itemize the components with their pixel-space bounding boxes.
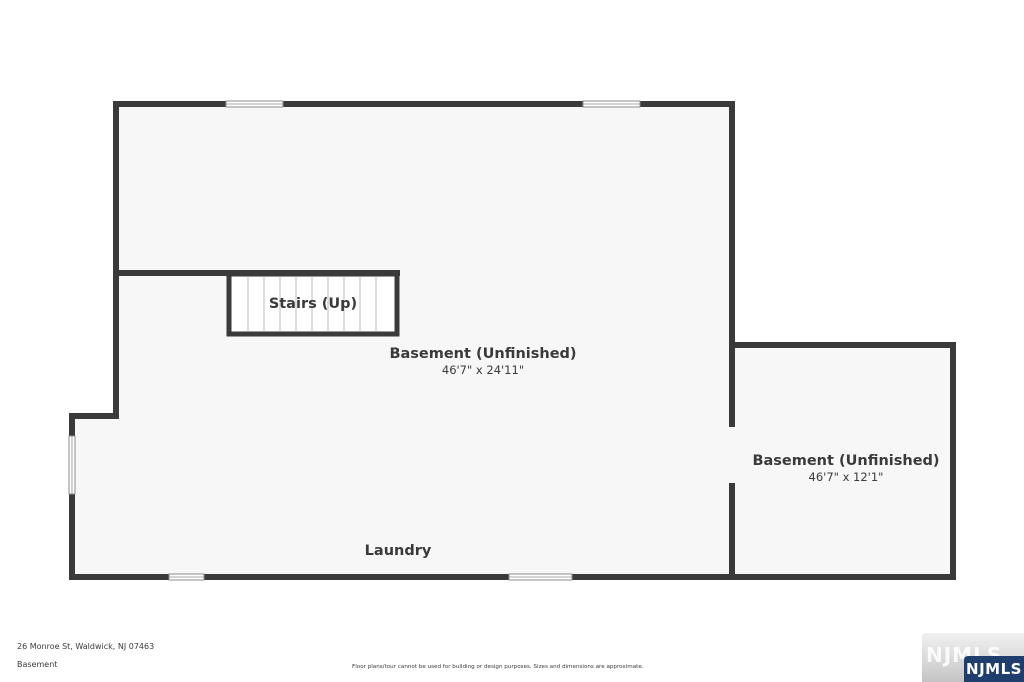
- disclaimer-text: Floor plans/tour cannot be used for buil…: [352, 664, 644, 670]
- east-room-name: Basement (Unfinished): [752, 453, 939, 469]
- laundry-label: Laundry: [365, 543, 432, 559]
- njmls-logo: NJMLS NJMLS: [922, 633, 1024, 682]
- floor-level-label: Basement: [17, 660, 58, 669]
- stairs-label: Stairs (Up): [269, 296, 357, 312]
- logo-badge: NJMLS: [964, 656, 1024, 682]
- east-room-dimensions: 46'7" x 12'1": [809, 470, 884, 484]
- east-basement-floor: [732, 345, 953, 577]
- main-basement-floor: [72, 104, 732, 577]
- walls: [69, 101, 956, 580]
- main-room-dimensions: 46'7" x 24'11": [442, 363, 524, 377]
- main-room-name: Basement (Unfinished): [389, 346, 576, 362]
- property-address: 26 Monroe St, Waldwick, NJ 07463: [17, 642, 155, 651]
- stairs: [226, 271, 400, 337]
